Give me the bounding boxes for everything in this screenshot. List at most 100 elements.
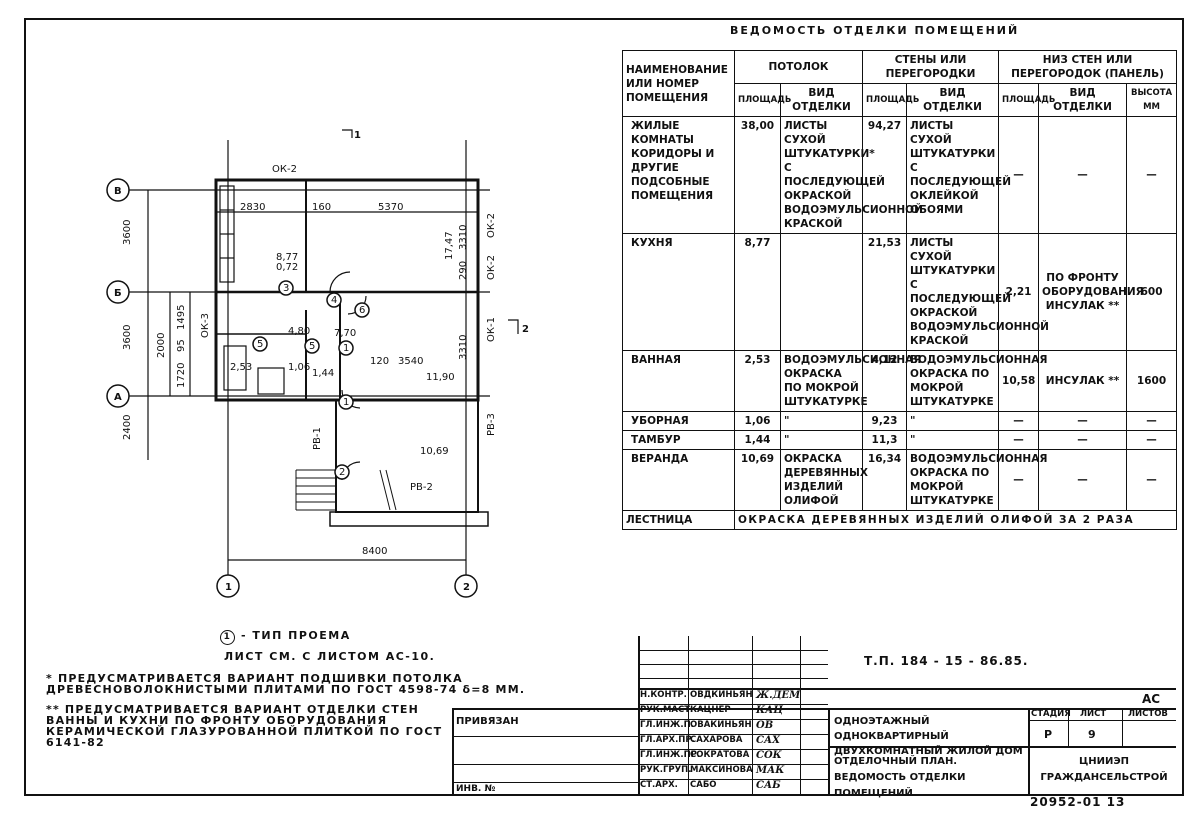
section-mark-1: 1 [354,130,361,141]
axis-label-2: 2 [463,582,470,593]
lower-height: 1600 [1126,350,1178,412]
ceiling-area: 8,77 [734,233,781,351]
walls-finish: ЛИСТЫ СУХОЙ ШТУКАТУРКИ С ПОСЛЕДУЮЩЕЙ ОКЛ… [906,116,1011,234]
ceiling-area: 1,06 [734,411,781,431]
organization: ЦНИИЭП ГРАЖДАНСЕЛЬСТРОЙ [1040,756,1168,783]
signer-role: ГЛ.ИНЖ.П. [640,720,694,730]
schedule-title: ВЕДОМОСТЬ ОТДЕЛКИ ПОМЕЩЕНИЙ [730,24,1020,37]
title-block: Т.П. 184 - 15 - 86.85. АС ПРИВЯЗАН ИНВ. … [452,636,1176,799]
door-mark: 1 [343,397,349,408]
room-name: ЖИЛЫЕ КОМНАТЫ КОРИДОРЫ И ДРУГИЕ ПОДСОБНЫ… [622,116,735,234]
lower-area: — [998,116,1040,234]
section-mark-2: 2 [522,324,529,335]
signer-role: Н.КОНТР. [640,690,687,700]
dim-left: 1720 [176,363,187,388]
room-name: КУХНЯ [622,233,735,351]
dim-left: 95 [176,339,187,352]
walls-area: 9,23 [862,411,908,431]
privyazan-label: ПРИВЯЗАН [456,716,519,727]
lower-finish: ПО ФРОНТУ ОБОРУДОВАНИЯ ИНСУЛАК ** [1038,233,1144,351]
room-name: ТАМБУР [622,430,735,450]
footnote-2: ** ПРЕДУСМАТРИВАЕТСЯ ВАРИАНТ ОТДЕЛКИ СТЕ… [46,703,443,749]
dim-left: 2000 [156,333,167,358]
lower-finish: — [1038,411,1128,431]
dim-left: 3600 [122,220,133,245]
header-finish: ВИД ОТДЕЛКИ [906,83,1000,117]
dim-mid: 3310 [458,335,469,360]
walls-finish: ВОДОЭМУЛЬСИОННАЯ ОКРАСКА ПО МОКРОЙ ШТУКА… [906,350,1047,412]
dim-bottom: 8400 [362,546,387,557]
header-ceiling: ПОТОЛОК [733,50,864,84]
room-name: ВЕРАНДА [622,449,735,511]
ceiling-area: 2,53 [734,350,781,412]
signer-role: СТ.АРХ. [640,780,678,790]
lower-finish: — [1038,116,1128,234]
opening-label: ОК-1 [486,317,497,342]
walls-finish: ВОДОЭМУЛЬСИОННАЯ ОКРАСКА ПО МОКРОЙ ШТУКА… [906,449,1047,511]
signer-role: РУК.ГРУП. [640,765,692,775]
room-name: УБОРНАЯ [622,411,735,431]
opening-type-mark: 1 [220,630,235,645]
opening-label: РВ-3 [486,413,497,436]
ceiling-finish: ЛИСТЫ СУХОЙ ШТУКАТУРКИ* С ПОСЛЕДУЮЩЕЙ ОК… [779,116,923,234]
schedule-header-row-2: ПЛОЩАДЬ ВИД ОТДЕЛКИ ПЛОЩАДЬ ВИД ОТДЕЛКИ … [623,83,1178,117]
opening-label: ОК-2 [486,255,497,280]
opening-label: ОК-2 [486,213,497,238]
axis-label-a: А [114,392,122,403]
walls-area: 11,3 [862,430,908,450]
dim-left: 2400 [122,415,133,440]
legend: 1- ТИП ПРОЕМА [220,629,351,645]
room-name: ЛЕСТНИЦА [622,510,735,530]
signer-role: ГЛ.ИНЖ.ПР. [640,750,701,760]
stage-value: Р [1044,728,1053,741]
drawing-sheet-frame [24,18,1184,796]
sheet-reference: ЛИСТ СМ. С ЛИСТОМ АС-10. [224,650,436,663]
walls-area: 4,12 [862,350,908,412]
sheets-header: ЛИСТОВ [1128,709,1168,719]
schedule-header-row-1: НАИМЕНОВАНИЕ ИЛИ НОМЕР ПОМЕЩЕНИЯ ПОТОЛОК… [622,50,1178,117]
signer-name: СОКРАТОВА [690,750,750,760]
signer-name: САБО [690,780,717,790]
room-area: 1,44 [312,368,334,379]
signer-name: КАЦНЕР [690,705,731,715]
sheet-title: ОТДЕЛОЧНЫЙ ПЛАН. ВЕДОМОСТЬ ОТДЕЛКИ ПОМЕЩ… [834,756,966,799]
axis-label-1: 1 [225,582,232,593]
floor-plan-drawing: В Б А 1 2 1 2 3 4 6 5 1 1 2 5 3600 3600 … [106,129,529,598]
header-height: ВЫСОТА ММ [1126,83,1178,117]
room-area: 2,53 [230,362,252,373]
dim-mid: 3540 [398,356,423,367]
header-finish: ВИД ОТДЕЛКИ [1038,83,1128,117]
header-area: ПЛОЩАДЬ [998,83,1055,117]
floor-plan: В Б А 1 2 1 2 3 4 6 5 1 1 2 5 3600 3600 … [90,120,610,600]
ceiling-finish: " [779,430,864,450]
door-mark: 4 [331,295,337,306]
dim-mid: 120 [370,356,389,367]
door-mark: 3 [283,283,289,294]
walls-area: 21,53 [862,233,908,351]
finishing-schedule-table: НАИМЕНОВАНИЕ ИЛИ НОМЕР ПОМЕЩЕНИЯ ПОТОЛОК… [622,50,1178,530]
lower-finish: ИНСУЛАК ** [1038,350,1128,412]
room-area: 17,47 [444,231,455,260]
ceiling-area: 10,69 [734,449,781,511]
axis-label-v: В [114,186,122,197]
room-area: 10,69 [420,446,449,457]
lower-height: — [1126,411,1178,431]
ceiling-finish: ОКРАСКА ДЕРЕВЯННЫХ ИЗДЕЛИЙ ОЛИФОЙ [779,449,868,511]
document-number: 20952-01 13 [1030,795,1126,809]
lower-height: 600 [1126,233,1178,351]
footnote-1: * ПРЕДУСМАТРИВАЕТСЯ ВАРИАНТ ПОДШИВКИ ПОТ… [46,672,526,696]
lower-height: — [1126,430,1178,450]
signer-name: САХАРОВА [690,735,743,745]
room-area: 11,90 [426,372,455,383]
ceiling-finish [779,233,864,351]
section-code: АС [1142,692,1161,706]
lower-area: — [998,449,1040,511]
project-title: ОДНОЭТАЖНЫЙ ОДНОКВАРТИРНЫЙ ДВУХКОМНАТНЫЙ… [834,716,1023,757]
door-mark: 2 [339,467,345,478]
signer-role: РУК.МАСТ. [640,705,694,715]
dim-mid: 290 [458,261,469,280]
walls-area: 16,34 [862,449,908,511]
lower-finish: — [1038,449,1128,511]
